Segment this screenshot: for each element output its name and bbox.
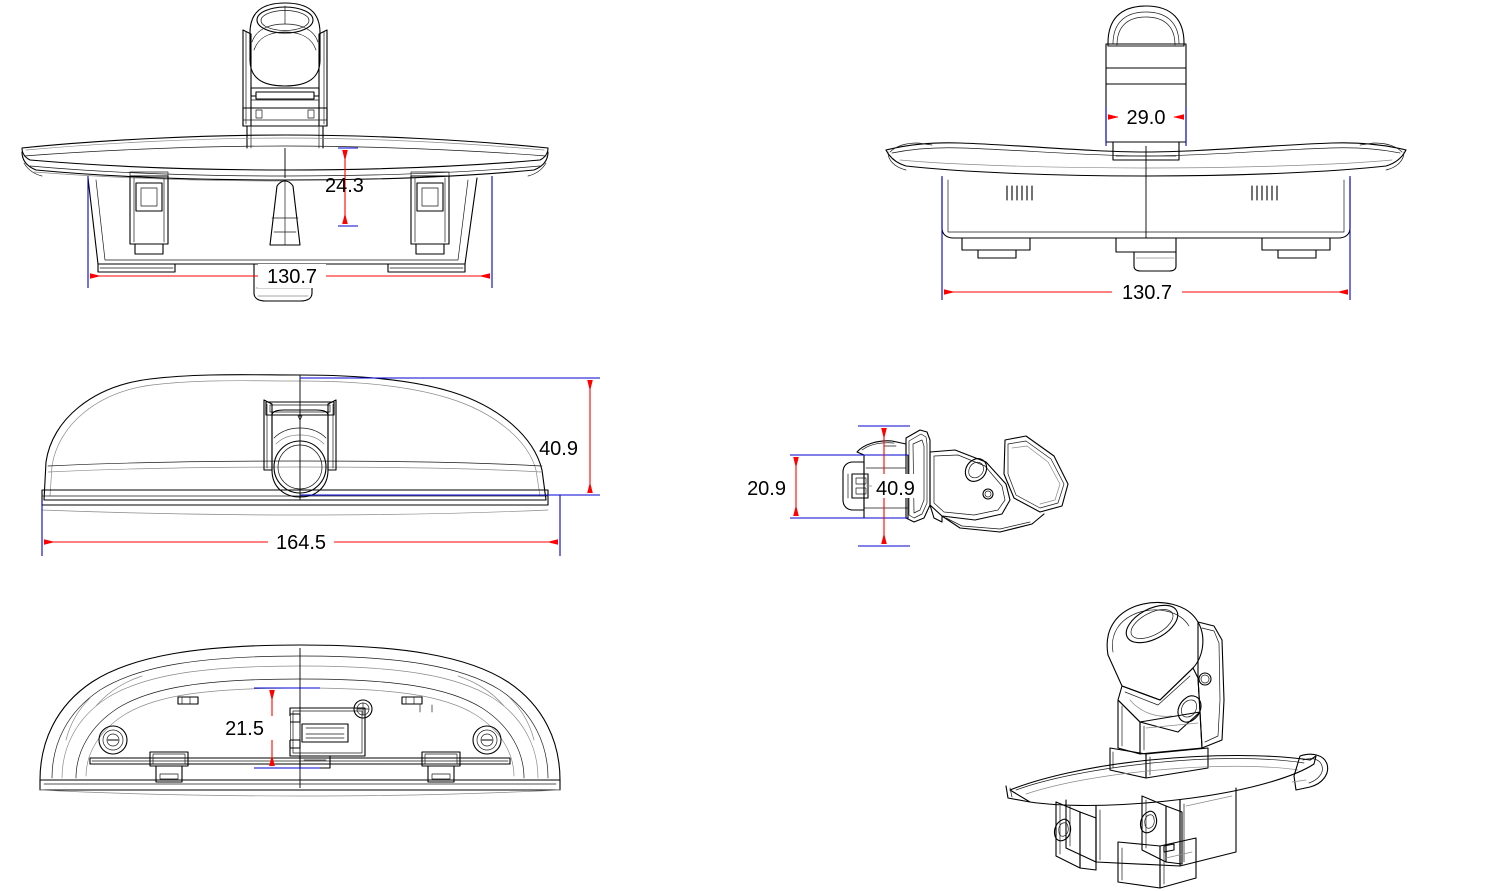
view-isometric-overview	[1005, 602, 1329, 889]
dimension-130-7-rear: 130.7	[941, 176, 1351, 304]
dimension-130-7-front: 130.7	[87, 176, 493, 288]
iso-camera-head	[1106, 602, 1225, 779]
lamp-body-profile	[21, 134, 549, 182]
iso-chassis-underside	[1053, 787, 1237, 889]
dimension-label-130-7-rear: 130.7	[1122, 282, 1172, 304]
view-isometric-left: 20.9 40.9	[747, 425, 1069, 547]
view-rear-elevation: 29.0 130.7	[885, 5, 1407, 304]
dimension-20-9: 20.9	[747, 454, 908, 519]
dimension-label-29-0: 29.0	[1127, 107, 1166, 129]
underside-internal-plate	[89, 696, 511, 783]
dimension-21-5: 21.5	[225, 687, 320, 769]
dimension-40-9-iso: 40.9	[858, 425, 916, 547]
camera-head-module	[242, 2, 328, 149]
dimension-label-40-9-end: 40.9	[539, 438, 578, 460]
view-front-elevation: 24.3 130.7	[21, 2, 549, 302]
dimension-label-164-5: 164.5	[276, 532, 326, 554]
dimension-40-9-end: 40.9	[300, 377, 600, 496]
dimension-label-21-5: 21.5	[225, 718, 264, 740]
dimension-29-0: 29.0	[1105, 105, 1187, 146]
rear-mount-post	[1105, 5, 1187, 161]
iso-lamp-body	[1005, 753, 1329, 807]
dimension-164-5: 164.5	[41, 495, 561, 556]
dimension-24-3: 24.3	[325, 147, 364, 227]
view-underside-plan: 21.5	[39, 644, 561, 797]
dimension-label-130-7-front: 130.7	[267, 266, 317, 288]
view-end-elevation: 40.9 164.5	[41, 374, 600, 556]
end-elevation-body	[41, 374, 549, 516]
dimension-label-20-9: 20.9	[747, 478, 786, 500]
dimension-label-24-3: 24.3	[325, 175, 364, 197]
dimension-label-40-9-iso: 40.9	[876, 478, 915, 500]
